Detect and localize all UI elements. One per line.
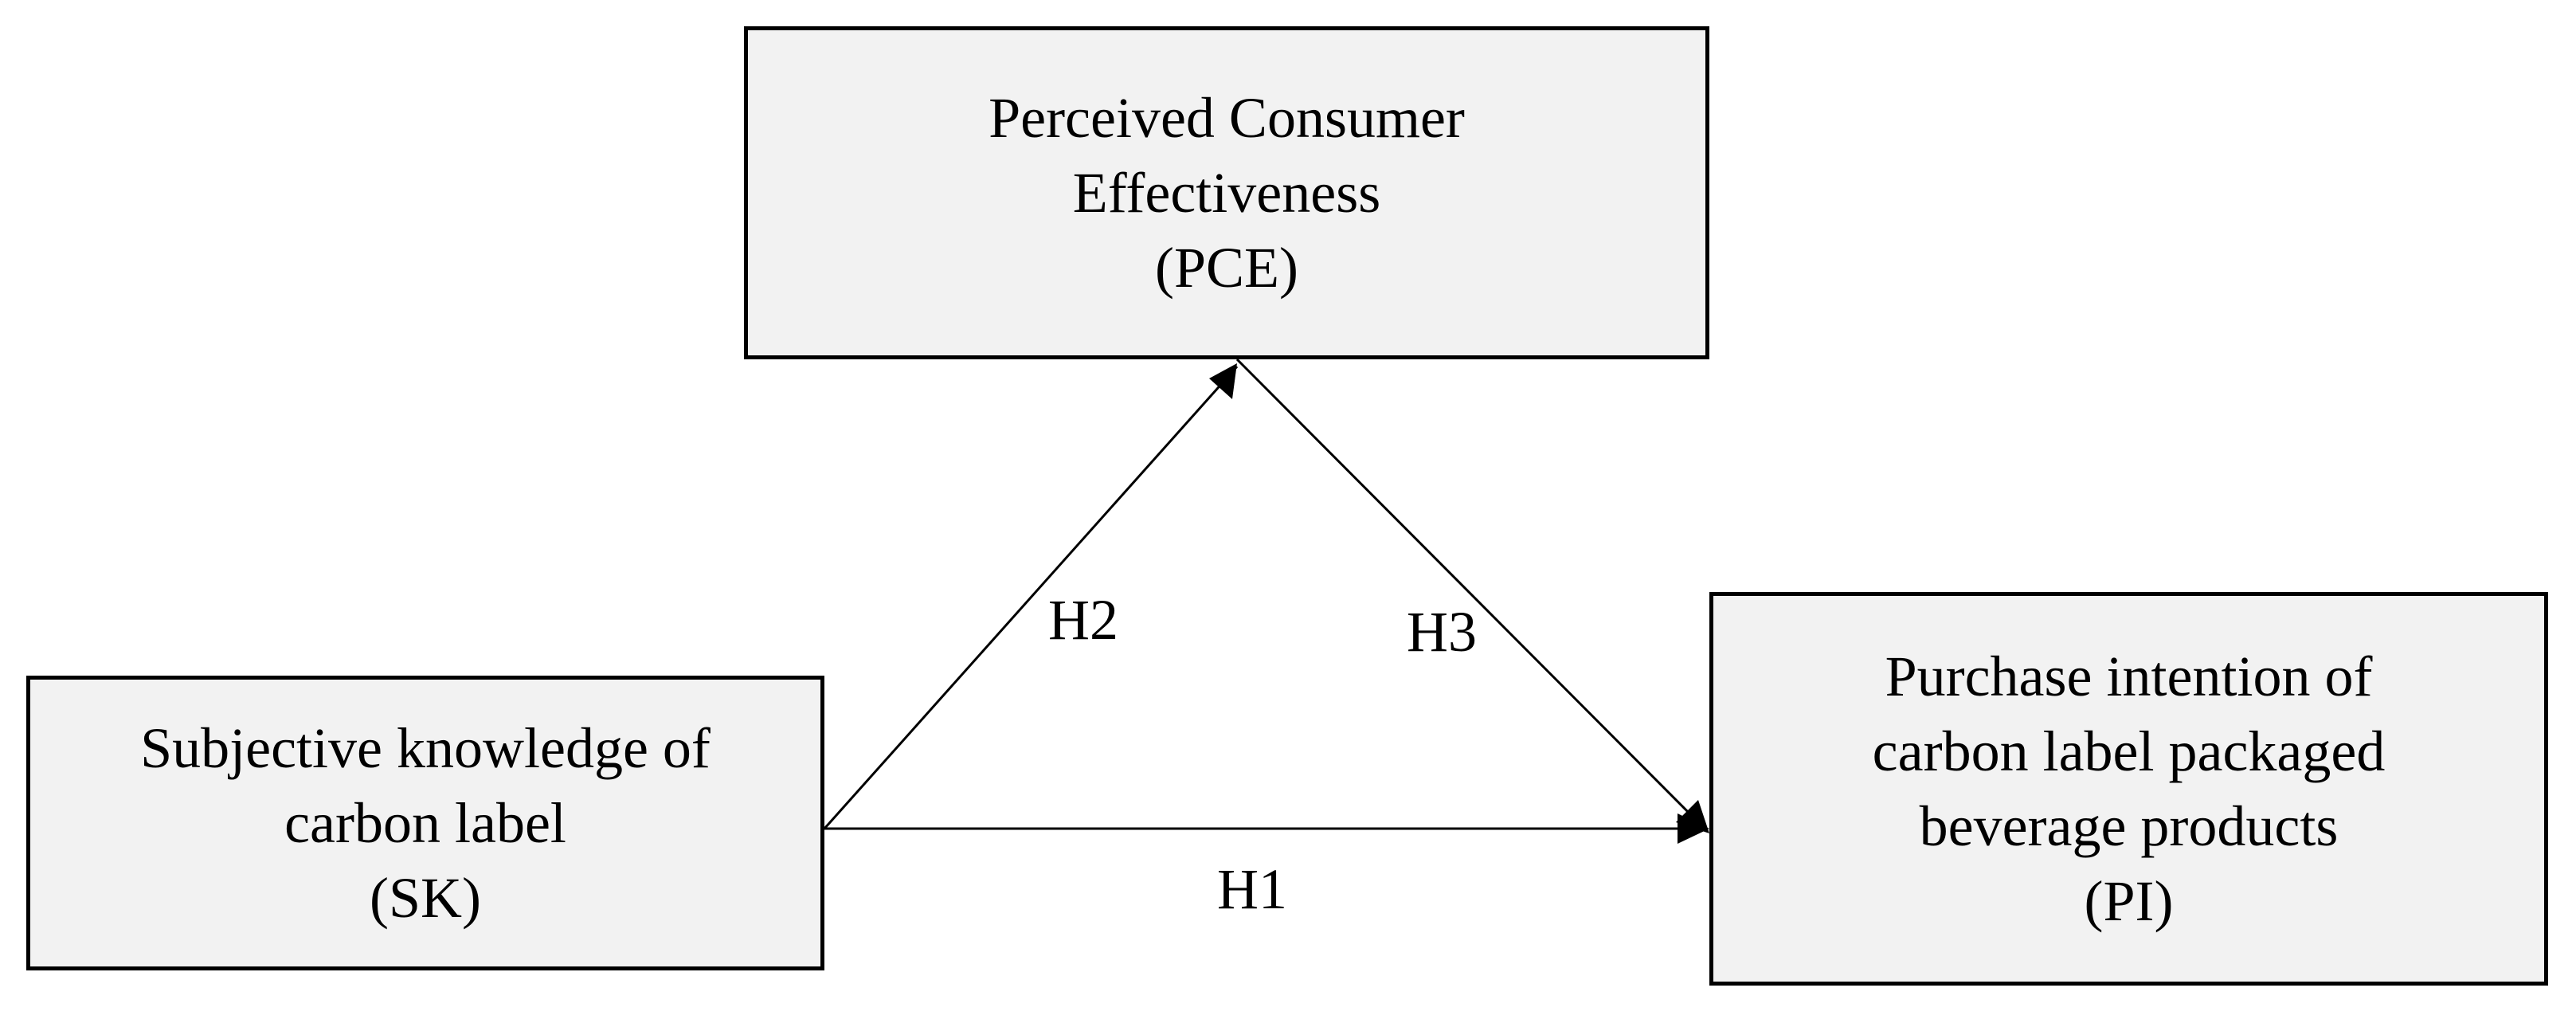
node-pce: Perceived Consumer Effectiveness (PCE) bbox=[744, 26, 1709, 359]
arrow-h2-sk-to-pce bbox=[823, 366, 1239, 829]
node-pi-line-3: beverage products bbox=[1919, 794, 2339, 858]
arrow-h3-pce-to-pi bbox=[1235, 358, 1708, 832]
node-pi: Purchase intention of carbon label packa… bbox=[1709, 592, 2548, 986]
arrowhead-h1 bbox=[1678, 813, 1709, 844]
node-pce-line-2: Effectiveness bbox=[1072, 161, 1381, 225]
edge-label-h3: H3 bbox=[1407, 600, 1477, 664]
node-pce-line-1: Perceived Consumer bbox=[989, 86, 1465, 150]
edge-label-h1: H1 bbox=[1217, 857, 1287, 921]
node-sk-line-2: carbon label bbox=[284, 791, 566, 855]
node-sk-line-3: (SK) bbox=[370, 866, 481, 930]
arrowhead-h2 bbox=[1209, 363, 1237, 399]
node-sk-line-1: Subjective knowledge of bbox=[140, 716, 711, 780]
edge-label-h2: H2 bbox=[1048, 588, 1118, 652]
node-pi-line-2: carbon label packaged bbox=[1872, 719, 2386, 783]
node-pi-line-4: (PI) bbox=[2084, 869, 2174, 933]
node-sk: Subjective knowledge of carbon label (SK… bbox=[26, 676, 824, 970]
node-pi-line-1: Purchase intention of bbox=[1885, 645, 2373, 708]
node-pce-line-3: (PCE) bbox=[1155, 236, 1298, 300]
